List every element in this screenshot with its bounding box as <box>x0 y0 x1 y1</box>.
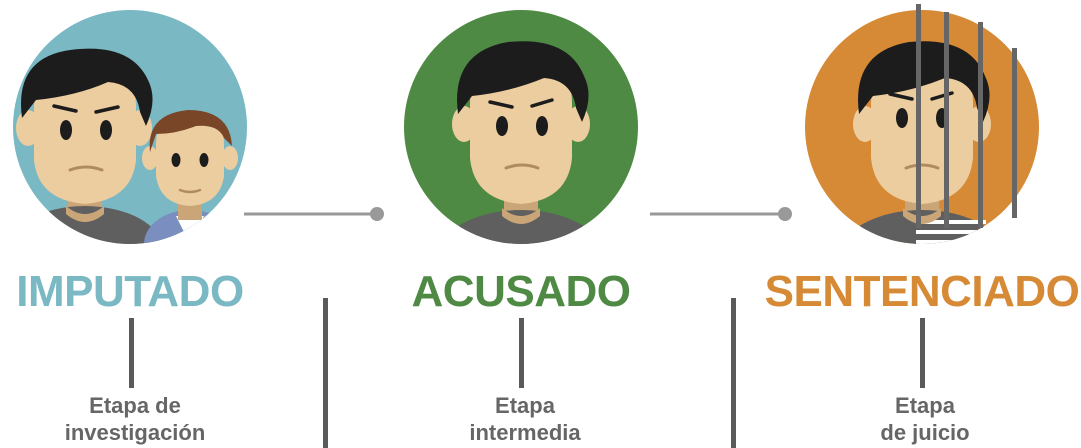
stage-label-2: Etapa intermedia <box>410 392 640 446</box>
stage-label-3-line2: de juicio <box>880 420 970 445</box>
stage-label-2-line2: intermedia <box>469 420 581 445</box>
prison-bars <box>916 4 1017 228</box>
stem-2 <box>519 318 524 388</box>
stage-label-1-line2: investigación <box>64 420 206 445</box>
person-icon <box>404 10 638 244</box>
stem-1 <box>129 318 134 388</box>
stem-3 <box>920 318 925 388</box>
prisoner-behind-bars-icon <box>805 4 1039 244</box>
stage-label-1: Etapa de investigación <box>20 392 250 446</box>
title-sentenciado: SENTENCIADO <box>764 267 1080 316</box>
separator-2 <box>731 298 736 448</box>
title-acusado: ACUSADO <box>411 267 631 316</box>
connector-2 <box>650 207 792 221</box>
title-imputado: IMPUTADO <box>16 267 244 316</box>
stage-label-3: Etapa de juicio <box>810 392 1040 446</box>
person-with-lawyer-icon <box>13 10 247 244</box>
connector-1 <box>244 207 384 221</box>
separator-1 <box>323 298 328 448</box>
stage-label-1-line1: Etapa de <box>89 393 181 418</box>
stage-label-3-line1: Etapa <box>895 393 955 418</box>
stage-label-2-line1: Etapa <box>495 393 555 418</box>
